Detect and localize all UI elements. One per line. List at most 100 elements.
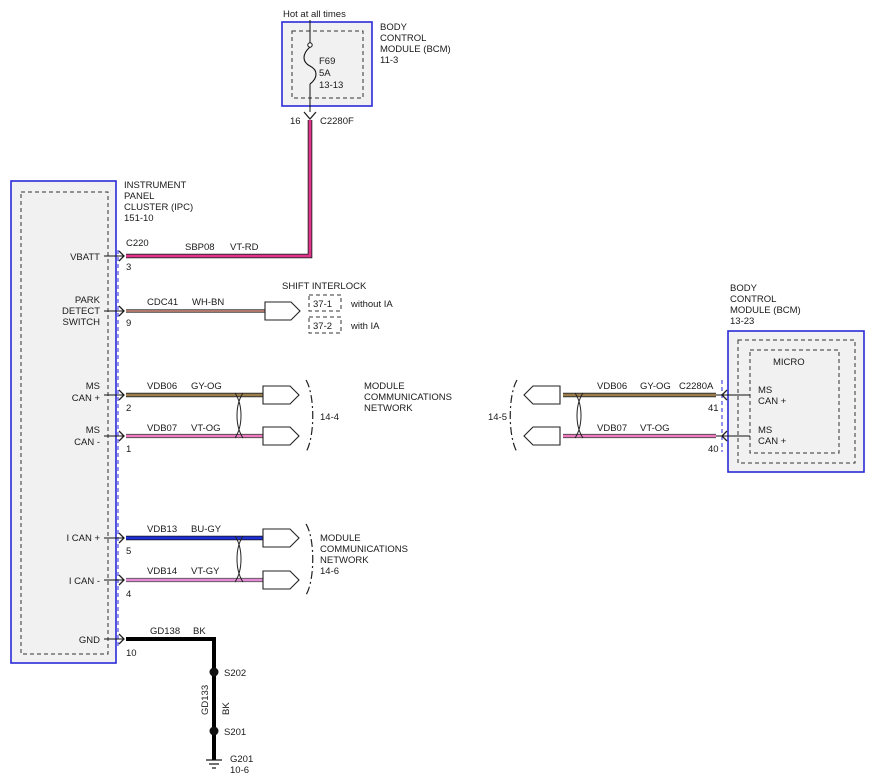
ms-can-right-ref: 14-5 [488,412,507,423]
ipc-label-4: 151-10 [124,213,154,224]
wire-vdb14-color: VT-GY [191,566,220,577]
bcm-micro-label: MICRO [773,357,805,368]
ipc-pin-gnd: 10 [126,648,137,659]
ground-point-id: G201 [230,754,253,765]
i-can-bracket [305,523,314,596]
ipc-pin-icanm: 4 [126,589,131,600]
bcm-right-module: BODY CONTROL MODULE (BCM) 13-23 MICRO C2… [597,283,865,473]
ms-can-network-left: 14-4 MODULE COMMUNICATIONS NETWORK [262,379,452,453]
ms-can-plus-right-arrow-icon [523,385,561,405]
wire-vdb07-right-color: VT-OG [640,423,670,434]
bcm-top-connector: C2280F [320,116,354,127]
bcm-right-label-2: CONTROL [730,294,776,305]
shift-interlock-option-2-ref: 37-2 [313,321,332,332]
i-can-network: MODULE COMMUNICATIONS NETWORK 14-6 [262,523,408,596]
wire-gd133-color: BK [221,702,232,715]
bcm-fuse-module-inner [291,30,364,99]
shift-interlock-option-1-ref: 37-1 [313,299,332,310]
ground-point-ref: 10-6 [230,765,249,776]
i-network-label-2: COMMUNICATIONS [320,544,408,555]
wire-vdb07-left-circuit: VDB07 [147,423,177,434]
bcm-top-label-2: CONTROL [380,33,426,44]
bcm-right-sig-2-line-2: CAN + [758,436,787,447]
bcm-top-pin: 16 [290,116,301,127]
wire-vdb13-color: BU-GY [191,524,222,535]
bcm-right-label-3: MODULE (BCM) [730,305,801,316]
bcm-right-label-4: 13-23 [730,316,754,327]
ipc-signal-park-3: SWITCH [63,317,101,328]
ipc-module-border [10,180,117,664]
wire-vdb06-left-color: GY-OG [191,381,222,392]
i-network-label-3: NETWORK [320,555,369,566]
bcm-right-sig-2-line-1: MS [758,425,772,436]
ipc-signal-mscanp-2: CAN + [72,393,101,404]
ms-network-label-1: MODULE [364,381,405,392]
bcm-right-pin-40: 40 [708,444,719,455]
ipc-pin-icanp: 5 [126,546,131,557]
i-network-label-1: MODULE [320,533,361,544]
fuse-ref: 13-13 [319,80,343,91]
wire-vdb06-left-circuit: VDB06 [147,381,177,392]
bcm-right-pin-41: 41 [708,403,719,414]
twisted-pair-icon-ms-right [574,392,584,439]
ipc-pin-vbatt: 3 [126,262,131,273]
splice-s201-label: S201 [224,727,246,738]
twisted-pair-icon-i [234,535,244,583]
splice-s202-dot [209,667,219,677]
shift-interlock-connector-icon [264,301,301,321]
bcm-right-sig-1-line-1: MS [758,385,772,396]
wire-vdb07-right-circuit: VDB07 [597,423,627,434]
ipc-signal-park-1: PARK [75,295,101,306]
splice-s201-dot [209,726,219,736]
bcm-right-sig-1-line-2: CAN + [758,396,787,407]
ipc-signal-vbatt: VBATT [70,252,100,263]
ipc-label-2: PANEL [124,191,154,202]
wire-cdc41-color: WH-BN [192,297,224,308]
shift-interlock-option-2-box [308,316,342,334]
fuse-rating: 5A [319,68,331,79]
wire-gd133-circuit: GD133 [200,685,211,715]
shift-interlock-option-2-desc: with IA [350,321,380,332]
ipc-pin-park: 9 [126,318,131,329]
bcm-right-module-inner [737,339,856,464]
ms-can-left-ref: 14-4 [320,412,339,423]
wire-gd138-circuit: GD138 [150,626,180,637]
fuse-icon [303,46,317,85]
ms-can-right-bracket [509,379,518,453]
i-network-label-4: 14-6 [320,566,339,577]
wire-sbp08 [126,120,312,258]
c2280f-connector-icon [303,111,317,120]
ipc-module-inner [20,191,109,655]
wire-vdb06-right-color: GY-OG [640,381,671,392]
ipc-signal-icanm: I CAN - [69,576,100,587]
shift-interlock: SHIFT INTERLOCK 37-1 without IA 37-2 wit… [264,281,393,334]
ms-network-label-2: COMMUNICATIONS [364,392,452,403]
ground-path: S202 S201 GD133 BK G201 10-6 [200,667,253,776]
ipc-signal-park-2: DETECT [62,306,100,317]
wire-cdc41-circuit: CDC41 [147,297,178,308]
wire-vdb13-circuit: VDB13 [147,524,177,535]
ipc-signal-icanp: I CAN + [66,533,100,544]
ipc-signal-mscanm-1: MS [86,425,100,436]
wire-gd138-color: BK [193,626,206,637]
wires [126,120,716,760]
ipc-signal-gnd: GND [79,635,100,646]
fuse-id: F69 [319,56,335,67]
wire-vdb06-right-circuit: VDB06 [597,381,627,392]
bcm-top-label-4: 11-3 [380,55,398,66]
ipc-pin-mscanm: 1 [126,444,131,455]
bcm-right-label-1: BODY [730,283,758,294]
bcm-fuse-module: Hot at all times BODY CONTROL MODULE (BC… [281,9,451,127]
twisted-pair-markers [234,392,584,583]
bcm-micro-box [749,349,840,454]
bcm-right-connector-id: C2280A [679,381,714,392]
shift-interlock-option-1-box [308,294,342,312]
ipc-connector-id: C220 [126,238,149,249]
ms-can-plus-left-arrow-icon [262,385,300,405]
ipc-module: INSTRUMENT PANEL CLUSTER (IPC) 151-10 C2… [10,180,259,664]
ipc-pin-mscanp: 2 [126,403,131,414]
wire-vdb07-left-color: VT-OG [191,423,221,434]
ms-can-minus-right-arrow-icon [523,426,561,446]
